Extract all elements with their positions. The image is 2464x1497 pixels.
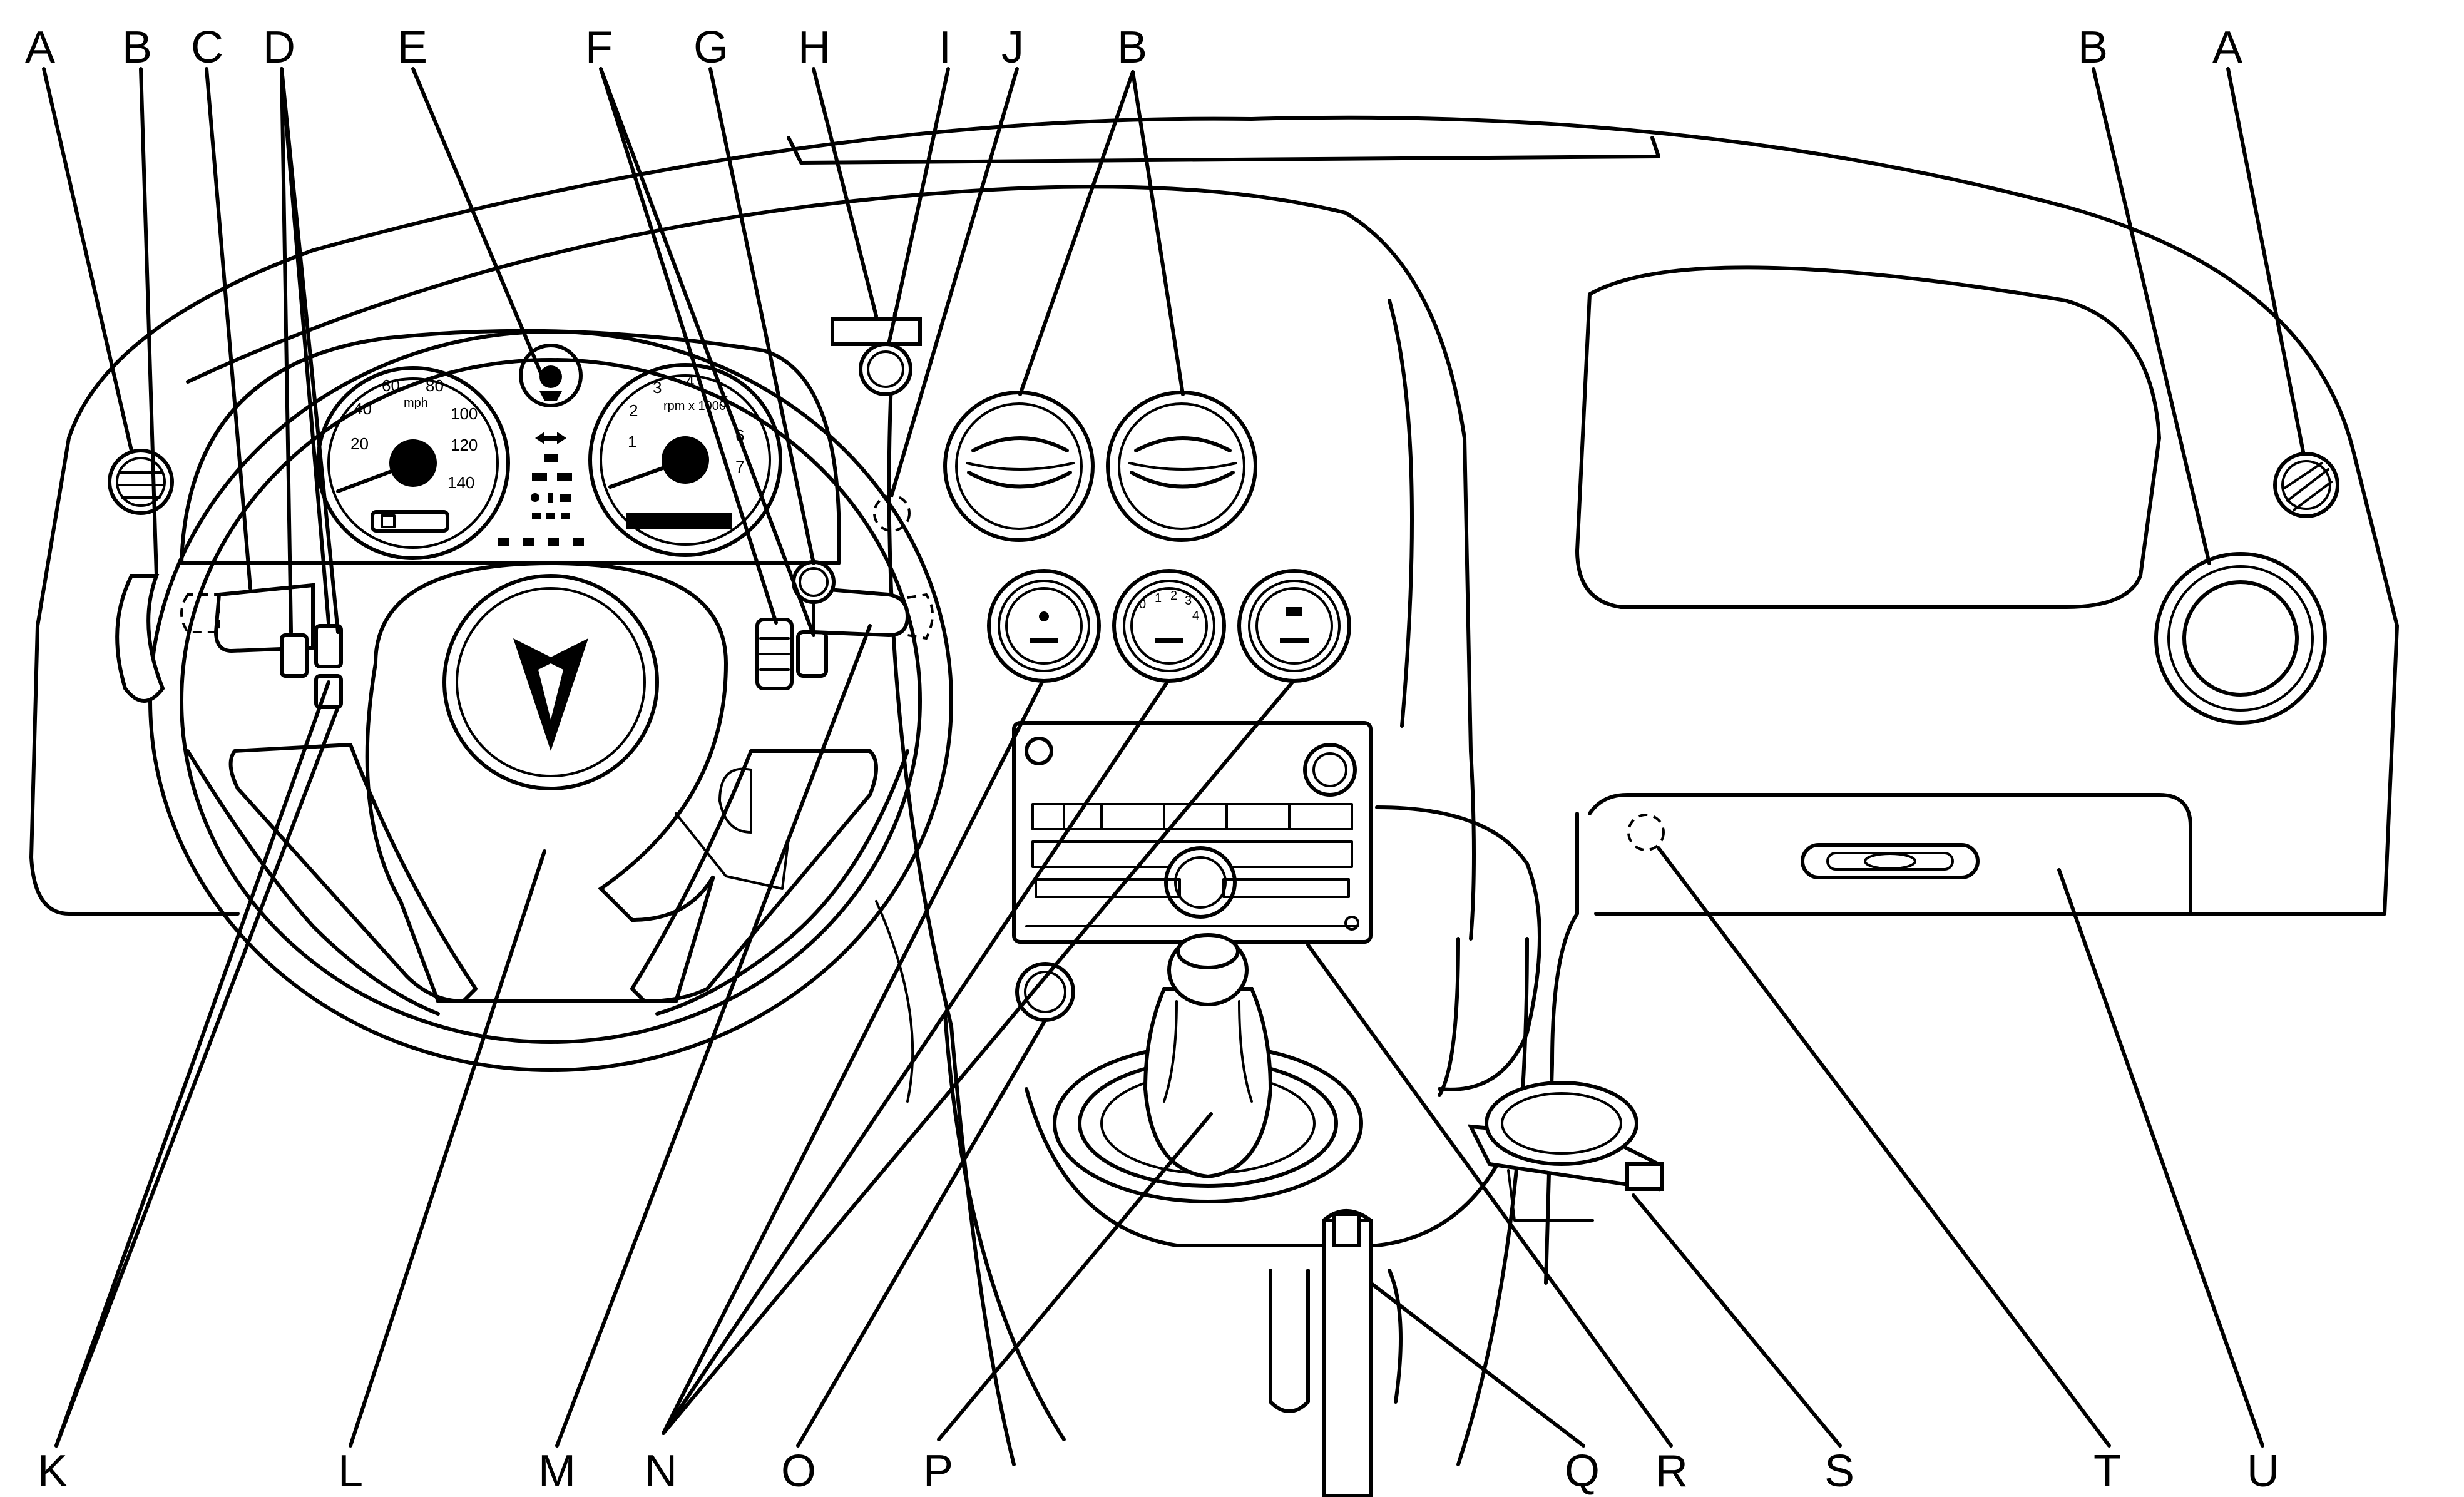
- tachometer-tick: 1: [628, 432, 636, 451]
- climate-knob-mode[interactable]: [1237, 569, 1351, 683]
- callout-l: L: [338, 1446, 363, 1496]
- fan-tick: 4: [1192, 609, 1199, 623]
- callout-d: D: [263, 23, 295, 73]
- traction-control-button[interactable]: [1015, 962, 1075, 1022]
- fan-tick: 3: [1185, 594, 1192, 608]
- parking-brake[interactable]: [1269, 1209, 1403, 1497]
- coolant-icon: [548, 493, 553, 503]
- tachometer: 1 2 3 4 5 6 7 rpm x 1000: [588, 363, 782, 557]
- callout-o: O: [781, 1446, 816, 1496]
- callout-g: G: [693, 23, 728, 73]
- callout-m: M: [538, 1446, 576, 1496]
- speedometer-tick: 140: [447, 473, 474, 492]
- callout-labels: A B C D E F G H I J B B A K L M N O P Q …: [25, 23, 2279, 1496]
- callout-h: H: [798, 23, 831, 73]
- vent-center-left[interactable]: [943, 391, 1095, 542]
- callout-b-left: B: [122, 23, 152, 73]
- high-beam-icon: [544, 454, 558, 462]
- speedometer-tick: 100: [451, 404, 478, 423]
- battery-icon: [560, 494, 571, 502]
- speedometer: 20 40 60 80 100 120 140 mph: [316, 366, 510, 560]
- callout-b-right: B: [2078, 23, 2108, 73]
- shift-lever[interactable]: [1053, 933, 1363, 1203]
- callout-j: J: [1001, 23, 1024, 73]
- tachometer-tick: 7: [735, 457, 744, 476]
- callout-r: R: [1655, 1446, 1688, 1496]
- climate-knob-temperature[interactable]: [987, 569, 1101, 683]
- radio-unit[interactable]: [1012, 721, 1373, 944]
- vent-left-outer[interactable]: [108, 449, 174, 515]
- info-display: [831, 317, 922, 346]
- airbag-module: [442, 574, 659, 790]
- odometer-display: [371, 510, 449, 533]
- callout-c: C: [191, 23, 223, 73]
- oil-icon: [531, 493, 539, 502]
- leader-lines: [42, 67, 2305, 1448]
- knee-bolster: [1375, 805, 1541, 1091]
- glove-box-latch[interactable]: [1801, 843, 1980, 879]
- fan-tick: 0: [1139, 598, 1146, 611]
- vent-right-side[interactable]: [2154, 552, 2327, 725]
- vent-left-side[interactable]: [115, 574, 165, 703]
- left-wheel-controls[interactable]: [280, 624, 343, 709]
- turn-signal-left-icon: [535, 432, 551, 444]
- speedometer-unit: mph: [404, 396, 428, 410]
- cupholder[interactable]: [1467, 1081, 1664, 1222]
- speedometer-tick: 20: [350, 434, 369, 453]
- callout-p: P: [923, 1446, 953, 1496]
- callout-k: K: [38, 1446, 68, 1496]
- fan-tick: 2: [1170, 589, 1177, 603]
- climate-knob-fan[interactable]: 0 1 2 3 4: [1112, 569, 1226, 683]
- callout-n: N: [645, 1446, 677, 1496]
- speedometer-tick: 120: [451, 436, 478, 454]
- callout-a-right: A: [2212, 23, 2242, 73]
- callout-q: Q: [1565, 1446, 1600, 1496]
- hazard-button[interactable]: [859, 342, 912, 396]
- callout-b-center: B: [1117, 23, 1147, 73]
- tachometer-unit: rpm x 1000: [663, 399, 726, 413]
- passenger-sensor: [1627, 814, 1665, 851]
- vent-center-right[interactable]: [1106, 391, 1257, 542]
- fan-tick: 1: [1155, 591, 1162, 605]
- callout-f: F: [585, 23, 613, 73]
- callout-s: S: [1824, 1446, 1854, 1496]
- engine-lamp-icon: [532, 473, 547, 481]
- callout-a-left: A: [25, 23, 55, 73]
- tachometer-tick: 2: [629, 401, 638, 420]
- turn-signal-right-icon: [551, 432, 566, 444]
- vent-right-outer[interactable]: [2273, 452, 2339, 518]
- callout-e: E: [397, 23, 427, 73]
- callout-u: U: [2247, 1446, 2279, 1496]
- callout-i: I: [939, 23, 951, 73]
- wiper-lever[interactable]: [812, 586, 934, 640]
- dashboard-outline: [29, 115, 2399, 1466]
- glove-box-area: [1575, 265, 2192, 916]
- tachometer-tick: 3: [653, 378, 662, 397]
- callout-t: T: [2093, 1446, 2121, 1496]
